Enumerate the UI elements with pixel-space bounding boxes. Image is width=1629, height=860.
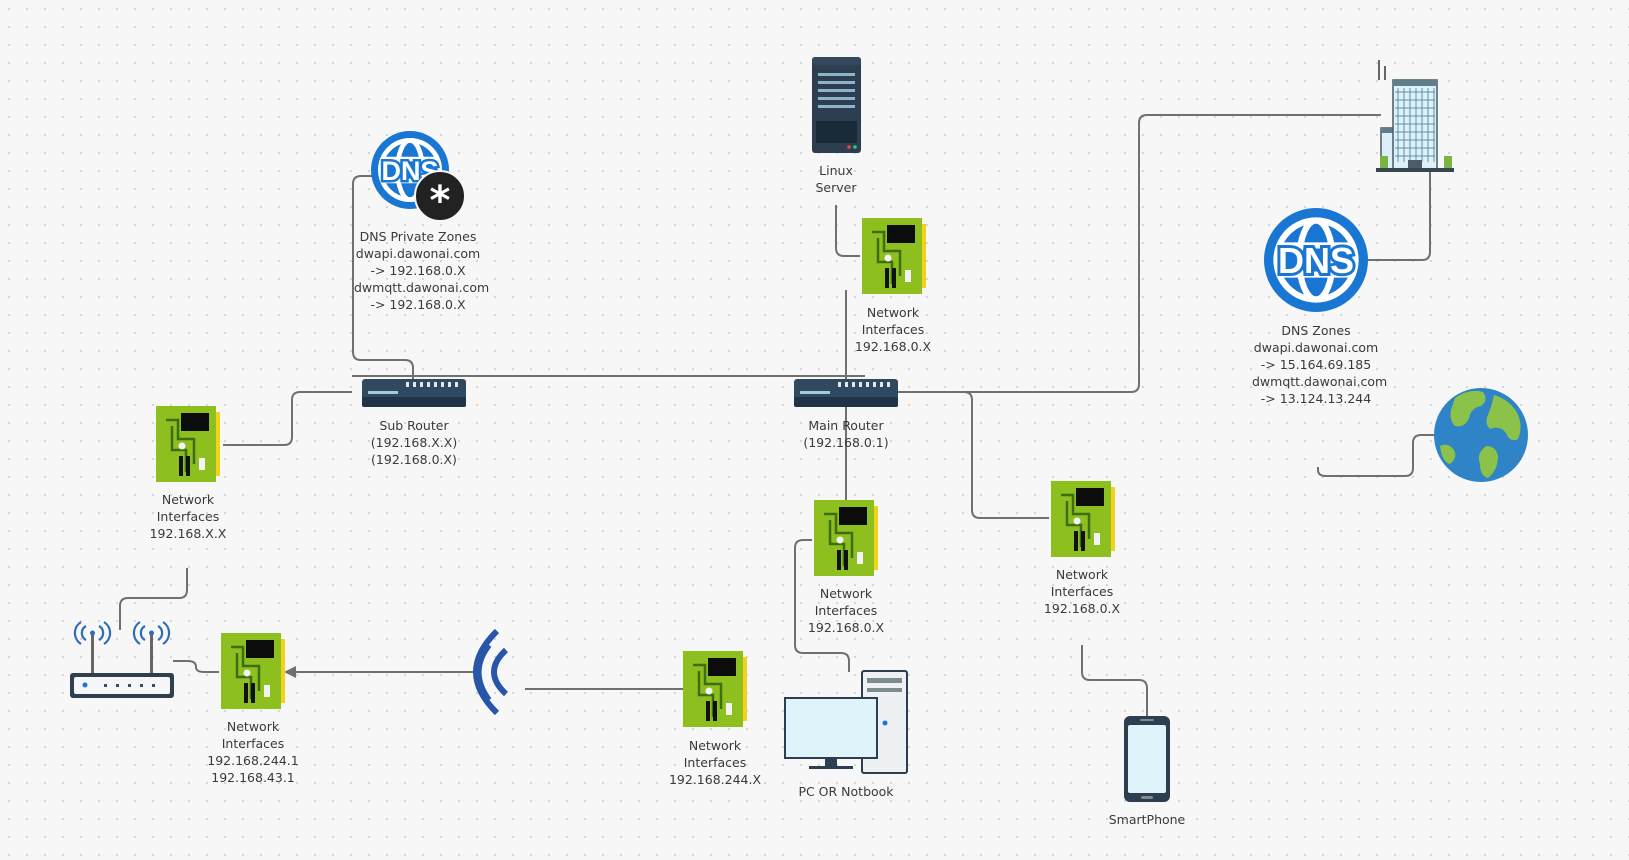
wireless-signal-icon <box>473 628 509 716</box>
dns-private-icon: DNS * <box>371 131 466 224</box>
nic-icon <box>860 218 928 294</box>
label-line: dwapi.dawonai.com <box>355 246 481 261</box>
label-line: -> 192.168.0.X <box>370 263 466 278</box>
label-line: 192.168.244.X <box>668 772 762 787</box>
label-line: Interfaces <box>683 755 747 770</box>
link-dns-globe <box>1317 434 1437 477</box>
label-line: DNS Zones <box>1281 323 1351 338</box>
connection-lines <box>119 114 1437 716</box>
svg-text:*: * <box>430 178 451 224</box>
pc-label: PC OR Notbook <box>786 783 906 800</box>
label-line: SmartPhone <box>1108 812 1186 827</box>
nic-icon <box>681 651 749 727</box>
router-icon <box>362 379 466 407</box>
label-line: (192.168.0.1) <box>803 435 889 450</box>
label-line: (192.168.0.X) <box>371 452 457 467</box>
label-line: 192.168.0.X <box>807 620 885 635</box>
link-building-dns <box>1368 168 1431 261</box>
label-line: 192.168.244.1 <box>207 753 299 768</box>
router-icon <box>794 379 898 407</box>
link-nic-left-wifi-router <box>119 568 188 630</box>
label-line: Server <box>815 180 857 195</box>
dns-private-zones-label: DNS Private Zones dwapi.dawonai.com -> 192… <box>354 228 490 313</box>
label-line: Network <box>161 492 215 507</box>
label-line: Linux <box>819 163 853 178</box>
label-line: Sub Router <box>379 418 449 433</box>
label-line: Network <box>226 719 280 734</box>
svg-text:DNS: DNS <box>1278 240 1354 281</box>
label-line: Network <box>866 305 920 320</box>
nic-icon <box>219 633 287 709</box>
link-wifi-router-nic-ap <box>173 660 219 673</box>
dns-icon: DNS <box>1264 208 1368 312</box>
sub-router-label: Sub Router (192.168.X.X) (192.168.0.X) <box>364 417 464 468</box>
arrow-head <box>284 666 296 678</box>
label-line: Main Router <box>808 418 884 433</box>
label-line: Network <box>1055 567 1109 582</box>
link-main-router-nic-right <box>846 391 1049 519</box>
link-nic-pc-pc <box>794 539 850 672</box>
globe-icon <box>1434 388 1528 482</box>
label-line: Interfaces <box>814 603 878 618</box>
link-nic-left-sub-router <box>223 391 352 446</box>
label-line: Interfaces <box>221 736 285 751</box>
link-sub-router-dns-private <box>352 175 414 379</box>
nic-icon <box>1049 481 1117 557</box>
pc-icon <box>784 670 908 774</box>
label-line: 192.168.0.X <box>1043 601 1121 616</box>
label-line: (192.168.X.X) <box>370 435 458 450</box>
wifi-router-icon <box>70 621 174 698</box>
dns-zones-label: DNS Zones dwapi.dawonai.com -> 15.164.69.1… <box>1252 322 1388 407</box>
server-icon <box>812 57 861 153</box>
label-line: PC OR Notbook <box>798 784 894 799</box>
nic-icon <box>812 500 880 576</box>
label-line: -> 13.124.13.244 <box>1260 391 1372 406</box>
link-nic-right-smartphone <box>1081 645 1148 716</box>
label-line: -> 192.168.0.X <box>370 297 466 312</box>
label-line: 192.168.X.X <box>149 526 227 541</box>
label-line: Interfaces <box>156 509 220 524</box>
nic-icon <box>154 406 222 482</box>
smartphone-icon <box>1124 716 1170 802</box>
label-line: Interfaces <box>1050 584 1114 599</box>
label-line: dwapi.dawonai.com <box>1253 340 1379 355</box>
link-server-nic <box>835 205 860 257</box>
main-router-label: Main Router (192.168.0.1) <box>796 417 896 451</box>
label-line: dwmqtt.dawonai.com <box>1252 374 1388 389</box>
label-line: Interfaces <box>861 322 925 337</box>
label-line: dwmqtt.dawonai.com <box>354 280 490 295</box>
building-icon <box>1376 60 1454 172</box>
smartphone-label: SmartPhone <box>1102 811 1192 828</box>
label-line: Network <box>688 738 742 753</box>
label-line: 192.168.43.1 <box>211 770 295 785</box>
label-line: DNS Private Zones <box>359 229 477 244</box>
link-main-router-building <box>846 114 1381 393</box>
label-line: Network <box>819 586 873 601</box>
label-line: -> 15.164.69.185 <box>1260 357 1372 372</box>
label-line: 192.168.0.X <box>854 339 932 354</box>
